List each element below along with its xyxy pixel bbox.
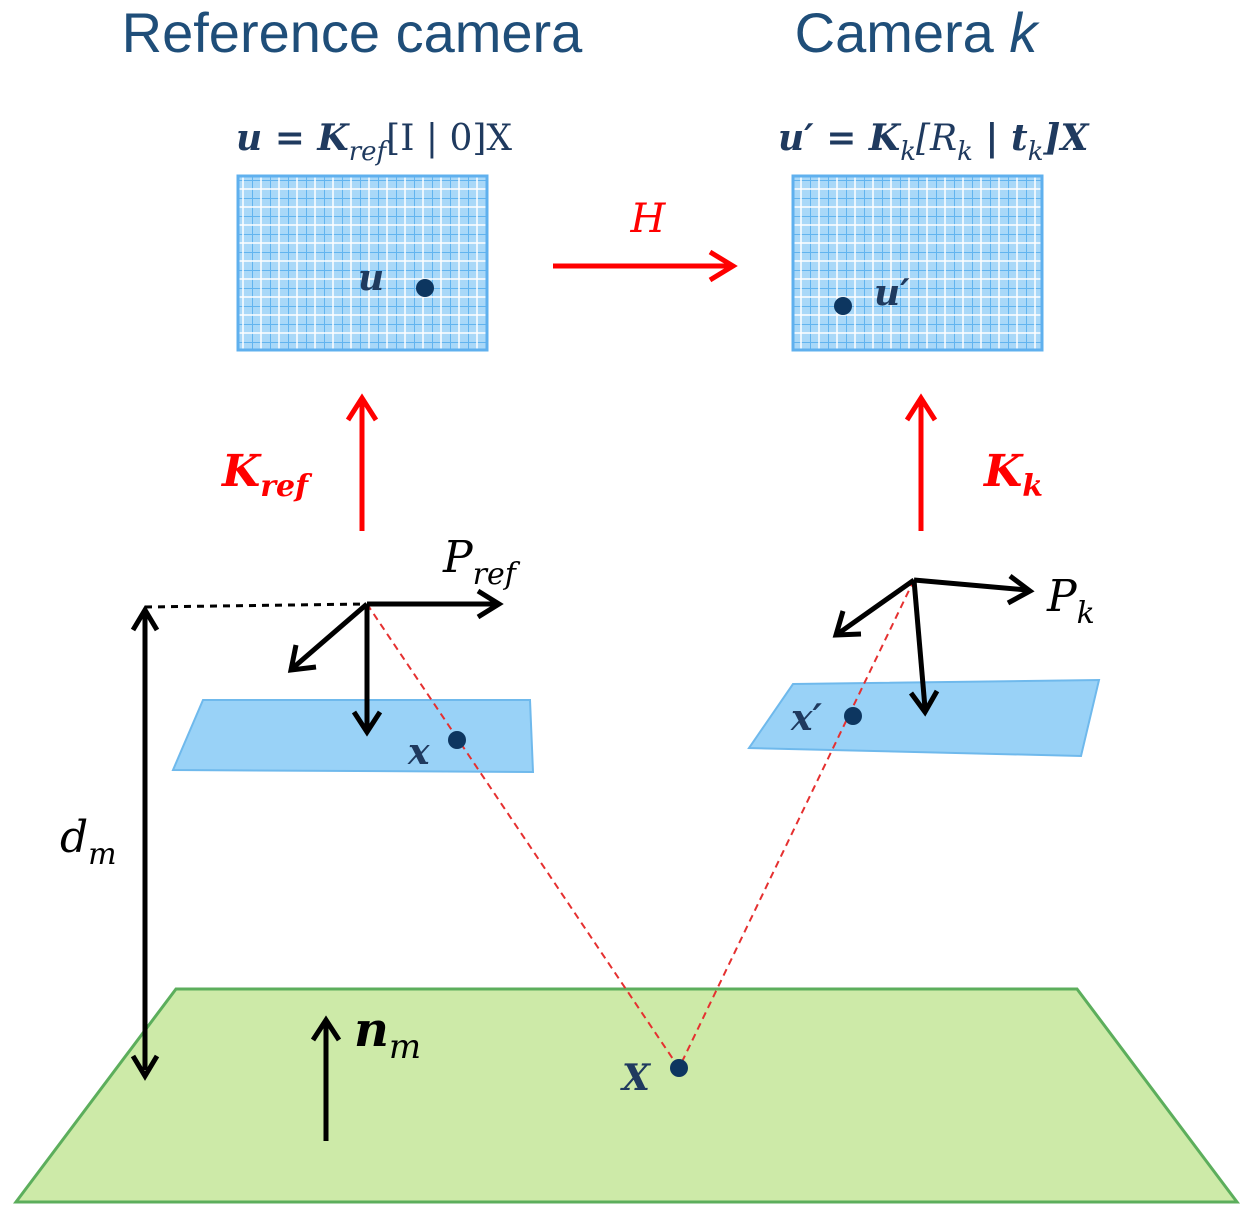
p-ref-label: Pref (442, 532, 521, 592)
point-X-dot (670, 1059, 688, 1077)
point-x-prime-label: x′ (790, 697, 822, 739)
point-x-label: x (407, 731, 430, 773)
title-camera-k: Camera k (795, 1, 1041, 64)
point-u-prime-dot (834, 297, 852, 315)
camera-k-image-plane (747, 678, 1101, 758)
equation-reference: u = Kref[I | 0]X (236, 117, 512, 167)
homography-label: H (630, 196, 667, 242)
homography-arrow (553, 249, 738, 283)
ground-plane (12, 987, 1241, 1204)
k-k-arrow (904, 393, 938, 531)
normal-n-m-arrow (310, 1015, 342, 1141)
k-ref-label: Kref (220, 446, 313, 504)
k-ref-arrow (345, 393, 379, 531)
camera-k-axes (832, 574, 1035, 717)
point-x-prime-dot (844, 707, 862, 725)
point-u-dot (416, 279, 434, 297)
point-u-prime-label: u′ (874, 272, 910, 314)
d-m-arrow (130, 605, 160, 1081)
reference-image-plane (171, 699, 535, 774)
k-k-label: Kk (982, 446, 1043, 504)
camera-k-image-grid (791, 174, 1044, 352)
ray-reference (366, 603, 680, 1069)
point-u-label: u (358, 257, 384, 299)
height-guide-dashed (144, 602, 366, 609)
p-k-label: Pk (1046, 571, 1095, 631)
d-m-label: dm (60, 812, 117, 872)
reference-camera-axes (287, 588, 504, 737)
title-reference-camera: Reference camera (122, 1, 584, 64)
point-x-dot (448, 731, 466, 749)
n-m-label: nm (354, 1002, 421, 1067)
equation-camera-k: u′ = Kk[Rk | tk]X (778, 117, 1090, 167)
reference-image-grid (236, 174, 489, 352)
ray-camera-k (678, 579, 915, 1069)
point-X-label: X (620, 1057, 652, 1099)
